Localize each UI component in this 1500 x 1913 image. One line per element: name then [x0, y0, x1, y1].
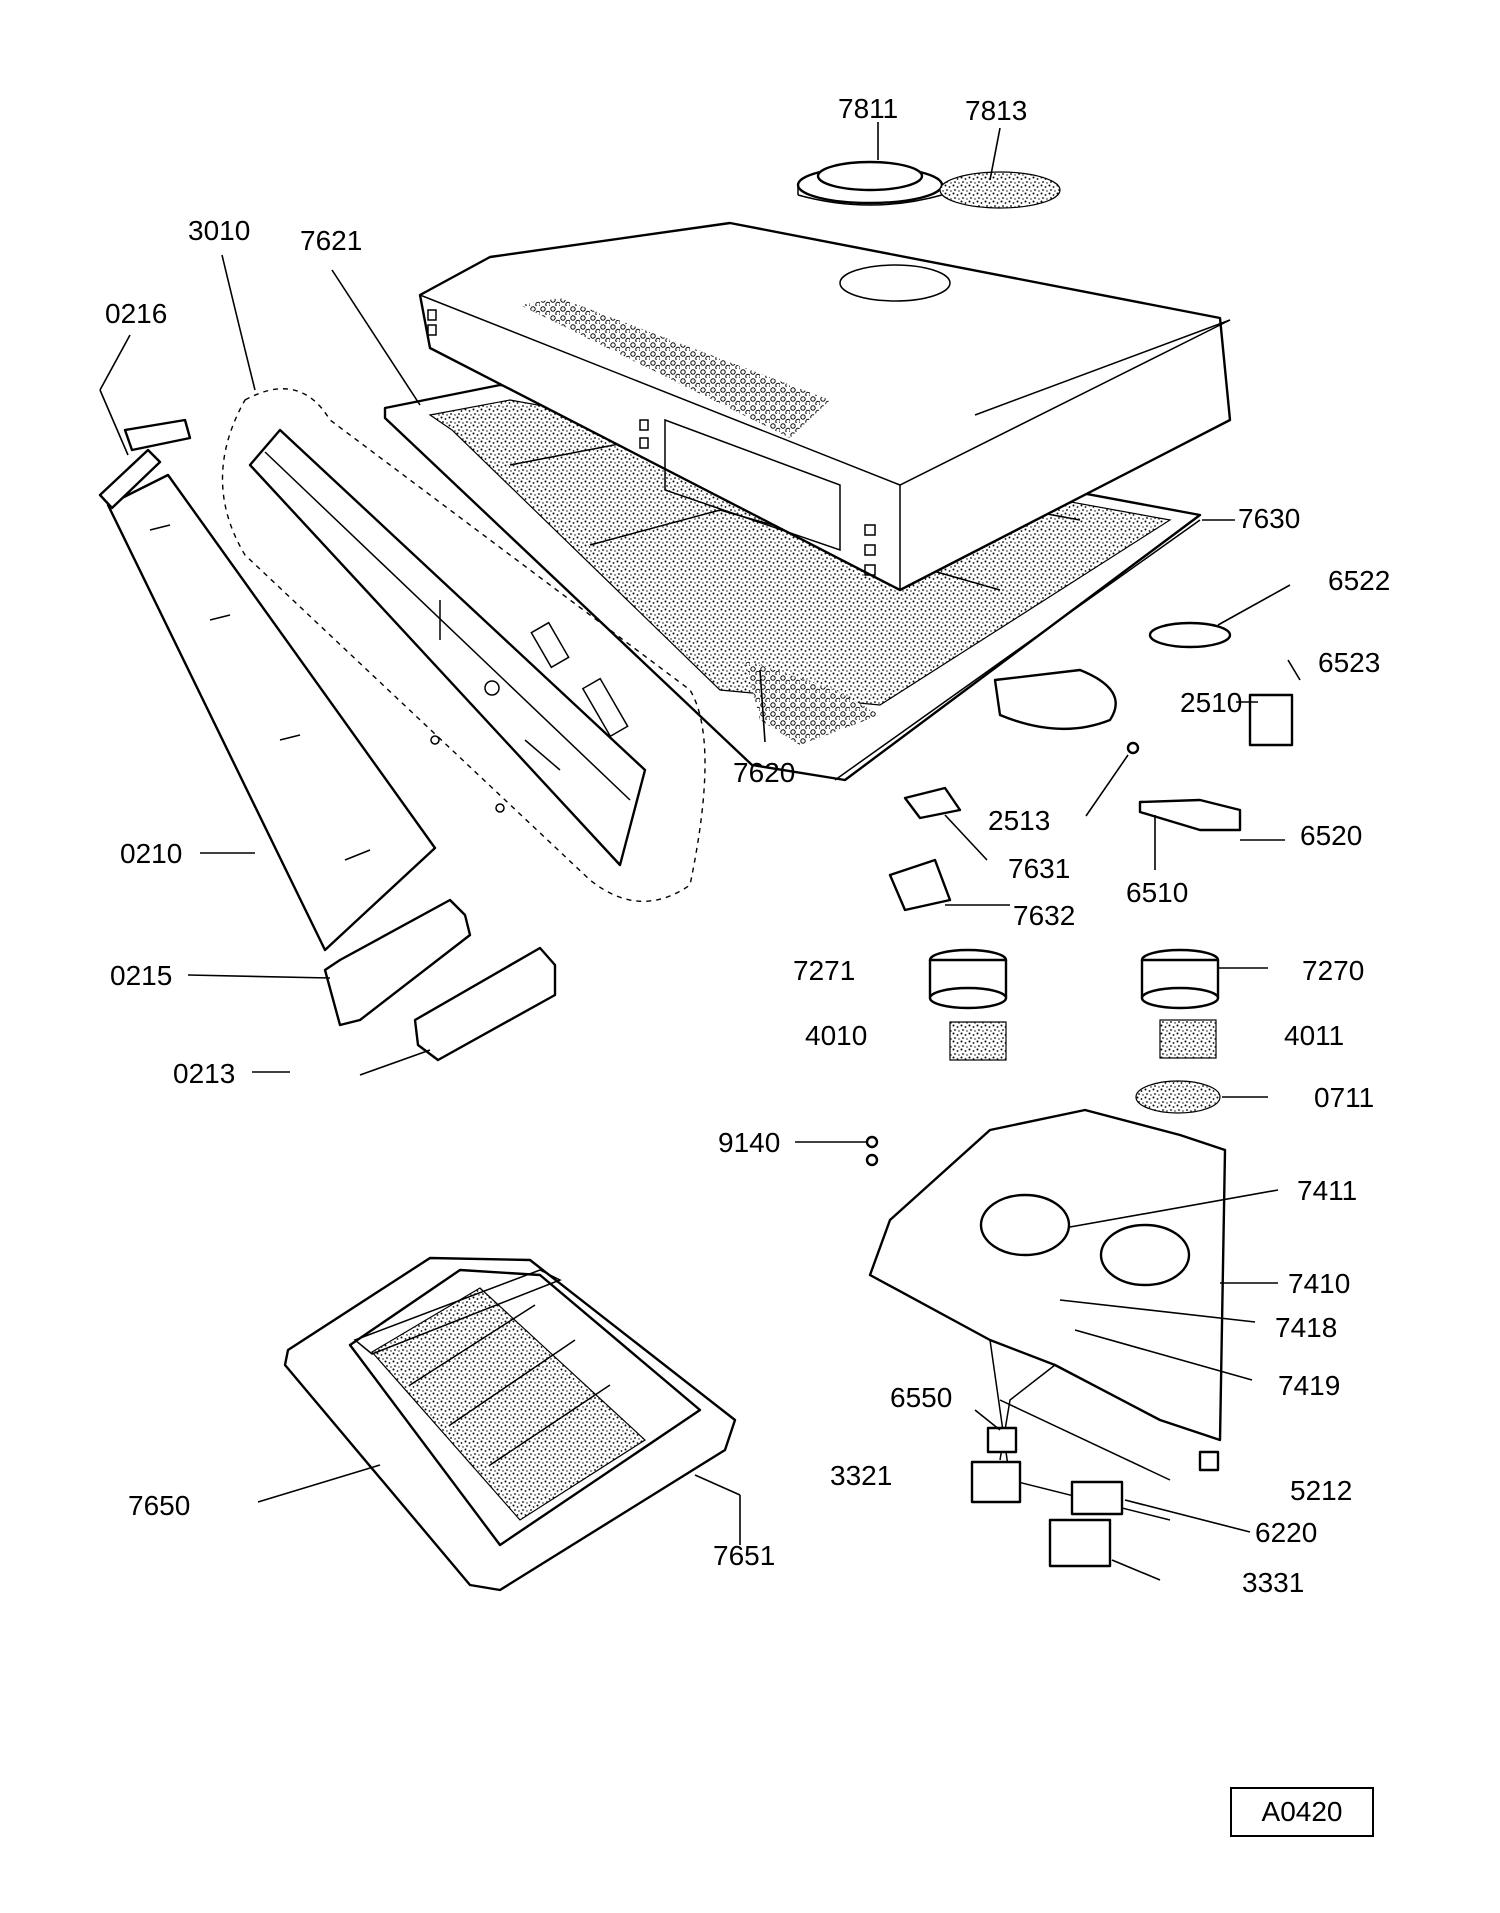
label-6510: 6510 [1126, 877, 1188, 908]
label-7650: 7650 [128, 1490, 190, 1521]
duct-outlet [993, 668, 1117, 731]
label-3331: 3331 [1242, 1567, 1304, 1598]
motor-right [1140, 948, 1220, 1010]
control-bracket [413, 946, 557, 1062]
reference-code-box: A0420 [1230, 1787, 1374, 1837]
label-3010: 3010 [188, 215, 250, 246]
label-5212: 5212 [1290, 1475, 1352, 1506]
label-6520: 6520 [1300, 820, 1362, 851]
glass-panel [106, 473, 437, 952]
label-7651: 7651 [713, 1540, 775, 1571]
glass-clip-lower [323, 898, 472, 1027]
screw [1126, 741, 1140, 755]
label-7811: 7811 [838, 93, 898, 124]
label-7630: 7630 [1238, 503, 1300, 534]
outlet-collar [796, 160, 944, 206]
label-0711: 0711 [1314, 1082, 1374, 1113]
charcoal-filter-frame [283, 1256, 737, 1592]
bracket-3331 [1048, 1518, 1112, 1568]
grommet [865, 1135, 879, 1149]
reference-code: A0420 [1261, 1796, 1343, 1827]
capacitor-left [949, 1021, 1007, 1061]
label-3321: 3321 [830, 1460, 892, 1491]
charcoal-filter-disc [939, 171, 1061, 209]
label-9140: 9140 [718, 1127, 780, 1158]
switch-plate [903, 786, 962, 820]
label-0213: 0213 [173, 1058, 235, 1089]
label-7621: 7621 [300, 225, 362, 256]
lamp-cover [1148, 621, 1232, 649]
clip-5212 [1198, 1450, 1220, 1472]
fan-housing [868, 1108, 1227, 1521]
label-6220: 6220 [1255, 1517, 1317, 1548]
label-7620: 7620 [733, 757, 795, 788]
hood-body [418, 221, 1232, 592]
label-4010: 4010 [805, 1020, 867, 1051]
connector-6220 [1070, 1480, 1124, 1516]
label-4011: 4011 [1284, 1020, 1344, 1051]
switch-block [888, 858, 952, 912]
label-7631: 7631 [1008, 853, 1070, 884]
label-7419: 7419 [1278, 1370, 1340, 1401]
fan-wheel [1135, 1080, 1221, 1114]
label-0210: 0210 [120, 838, 182, 869]
motor-left [928, 948, 1008, 1010]
label-6550: 6550 [890, 1382, 952, 1413]
label-0215: 0215 [110, 960, 172, 991]
label-6522: 6522 [1328, 565, 1390, 596]
leader-lines [99, 122, 1301, 1581]
capacitor-right [1159, 1019, 1217, 1059]
label-7418: 7418 [1275, 1312, 1337, 1343]
label-7632: 7632 [1013, 900, 1075, 931]
label-7270: 7270 [1302, 955, 1364, 986]
lamp-holder [1248, 693, 1294, 747]
grommet-lower [865, 1153, 879, 1167]
control-fascia [221, 388, 706, 903]
part-labels: 7811 7813 3010 7621 0216 7630 6522 6523 … [105, 93, 1390, 1598]
switch-6550 [986, 1426, 1018, 1454]
glass-clip-top [123, 418, 192, 452]
label-2513: 2513 [988, 805, 1050, 836]
label-2510: 2510 [1180, 687, 1242, 718]
label-7410: 7410 [1288, 1268, 1350, 1299]
bracket-3321 [970, 1460, 1022, 1504]
label-7271: 7271 [793, 955, 855, 986]
label-6523: 6523 [1318, 647, 1380, 678]
label-0216: 0216 [105, 298, 167, 329]
glass-clip-left [98, 448, 162, 510]
label-7411: 7411 [1297, 1175, 1357, 1206]
label-7813: 7813 [965, 95, 1027, 126]
bulb [1138, 798, 1242, 832]
